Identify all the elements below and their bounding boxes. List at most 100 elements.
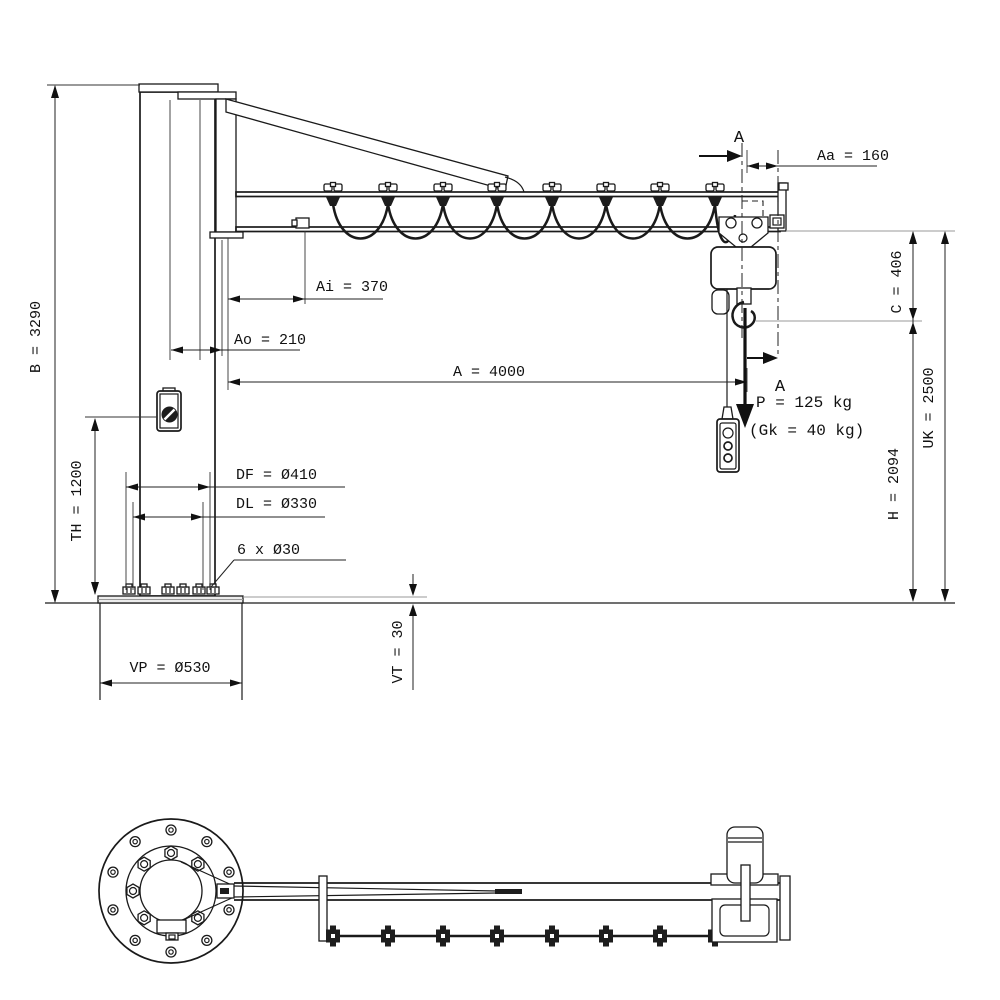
dim-UK-label: UK = 2500 [921, 367, 938, 448]
trolley-wheel-left [725, 217, 737, 229]
flange-bolt-hole-center [168, 949, 174, 955]
column-tube-circle [139, 859, 203, 923]
tie-rod-gusset-arc [504, 176, 525, 193]
dim-C-label: C = 406 [889, 250, 906, 313]
plan-cable-trolley-nub [712, 941, 718, 947]
plan-cable-trolley-nub [385, 925, 391, 931]
pendant-button-bottom [723, 453, 733, 463]
hook-shank [736, 287, 752, 305]
plan-cable-trolley-nub [330, 941, 336, 947]
pendant-button-top [722, 427, 734, 439]
plan-pivot-key [220, 888, 229, 894]
column-cap-plate [138, 83, 219, 93]
dim-VP-label: VP = Ø530 [129, 660, 210, 677]
plan-cable-trolley-nub [549, 925, 555, 931]
crane-hook [731, 300, 756, 329]
hidden-trolley-position-line [742, 200, 764, 220]
slewing-ring-hex-bolt [137, 856, 151, 872]
jib-tie-rod [225, 98, 509, 191]
flange-bolt-hole-center [132, 838, 138, 845]
plan-cable-trolley-nub [603, 941, 609, 947]
festoon-cable-loop [386, 203, 445, 240]
anchor-bolt-nut [176, 586, 190, 595]
plan-cable-trolley-nub [603, 925, 609, 931]
dim-H-label: H = 2094 [886, 448, 903, 520]
anchor-bolt-nut [206, 586, 220, 595]
festoon-trolley-pin [493, 181, 501, 188]
plan-tie-rod-top [233, 885, 498, 892]
dim-Ao-label: Ao = 210 [234, 332, 306, 349]
flange-bolt-hole-center [226, 869, 232, 875]
plan-cable-trolley-nub [494, 925, 500, 931]
hoist-weight-label: (Gk = 40 kg) [749, 422, 864, 440]
plan-trolley-shaft [740, 864, 751, 922]
plan-gusset-top-edge [180, 861, 235, 887]
festoon-cable-loop [495, 203, 554, 240]
slewing-bearing-top-plate [177, 91, 237, 100]
festoon-cable-clamp [490, 197, 504, 206]
plan-cable-trolley-nub [330, 925, 336, 931]
festoon-rail-start-clamp [295, 217, 310, 229]
slewing-ring-bolt-circle [128, 886, 138, 896]
anchor-bolt-head [164, 583, 172, 588]
plan-bottom-clamp [156, 919, 187, 934]
flange-bolt-hole [201, 934, 213, 947]
festoon-trolley-pin [548, 181, 556, 188]
festoon-rail-start-clamp-tab [291, 219, 298, 227]
plan-cable-trolley-center [441, 934, 445, 938]
anchor-bolt-nut [137, 586, 151, 595]
slewing-ring-bolt-group [126, 845, 205, 926]
rail-end-stop [769, 214, 785, 229]
beam-end-top-tab [778, 182, 789, 191]
dim-DF-label: DF = Ø410 [236, 467, 317, 484]
festoon-trolley-pin [656, 181, 664, 188]
jib-beam-top-flange [235, 191, 781, 198]
chain-hoist-body [710, 246, 777, 290]
anchor-bolt-head [140, 583, 148, 588]
festoon-cable-clamp [436, 197, 450, 206]
dimension-labels: B = 3290 TH = 1200 Ai = 370 Ao = 210 A =… [28, 129, 938, 684]
flange-bolt-hole [165, 824, 177, 836]
festoon-cable-clamp [381, 197, 395, 206]
flange-bolt-hole [107, 866, 119, 878]
main-switch-box-inner [159, 393, 179, 429]
plan-bottom-clamp-bolt [165, 932, 179, 941]
plan-tie-rod-bottom [233, 892, 498, 898]
slewing-ring-hex-bolt [164, 845, 178, 861]
section-arrow-bottom-head [763, 352, 778, 364]
flange-bolt-hole [223, 866, 235, 878]
festoon-trolley-pin [711, 181, 719, 188]
festoon-cable-loop [441, 203, 499, 240]
festoon-cable-loop [550, 203, 608, 240]
festoon-cable-loop [331, 203, 390, 240]
plan-beam-end-plate [779, 875, 791, 941]
rail-end-stop-detail [772, 217, 782, 226]
flange-bolt-hole [107, 904, 119, 916]
plan-cable-trolley-nub [440, 941, 446, 947]
load-capacity-label: P = 125 kg [756, 394, 852, 412]
section-arrow-top-head [727, 150, 742, 162]
anchor-bolt-head [125, 583, 133, 588]
festoon-cable-loop [658, 203, 717, 240]
slewing-sleeve [215, 98, 237, 233]
dim-Ai-label: Ai = 370 [316, 279, 388, 296]
flange-bolt-hole [165, 946, 177, 958]
dim-VT-label: VT = 30 [390, 620, 407, 683]
flange-bolt-hole-center [132, 937, 138, 944]
section-label-bottom: A [775, 378, 786, 397]
switch-knob-slot [163, 408, 176, 421]
trolley-wheel-right [751, 217, 763, 229]
slewing-sleeve-bottom-flange [209, 231, 244, 239]
pendant-button-middle [723, 441, 733, 451]
base-plate-hole-group [107, 824, 235, 958]
flange-bolt-hole [201, 835, 213, 848]
festoon-trolley-pin [329, 181, 337, 188]
slewing-ring-bolt-circle [193, 913, 202, 922]
flange-bolt-hole-center [204, 838, 210, 845]
festoon-cable-clamp [599, 197, 613, 206]
festoon-cable-clamp [326, 197, 340, 206]
dim-B-label: B = 3290 [28, 301, 45, 373]
trolley-pin-hole [738, 233, 748, 243]
